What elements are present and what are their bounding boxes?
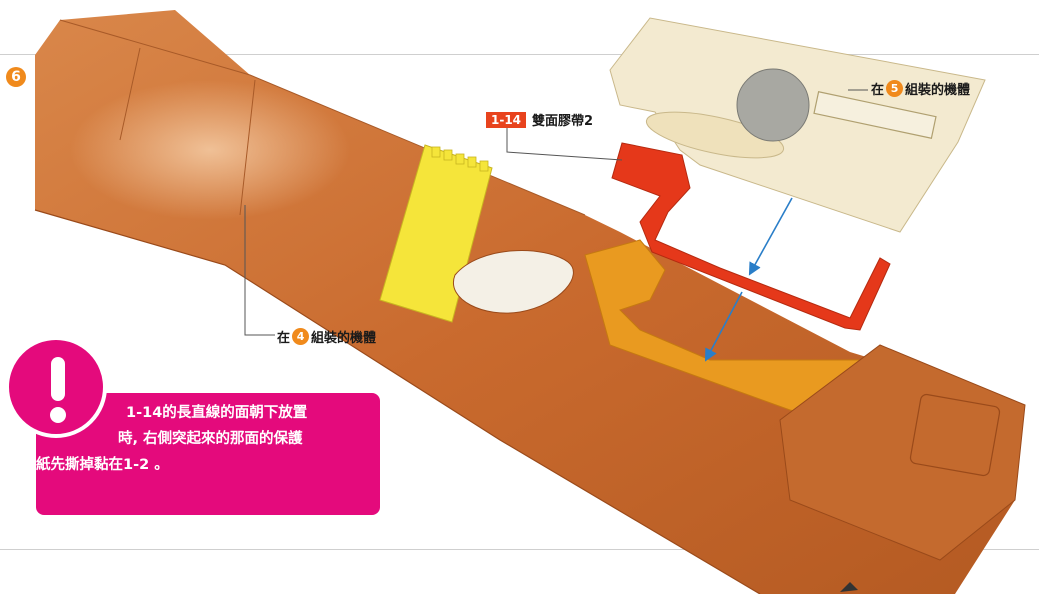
rear-panel [779,344,1026,561]
label-double-sided-tape: 1-14 雙面膠帶2 [486,110,593,129]
corner-mark [840,582,858,592]
arrow-upper-to-tape [748,197,793,276]
label-suffix: 組裝的機體 [311,331,377,346]
note-line-1: 1-14的長直線的面朝下放置 [126,405,308,421]
upper-part-nose [645,111,785,159]
part-code-badge: 1-14 [486,111,527,128]
label-prefix: 在 [277,331,291,346]
step-ref-circle: 4 [292,328,310,345]
yellow-panel-tabs [431,146,489,172]
upper-part-disc [736,68,810,142]
rear-hatch [909,393,1001,477]
orange-tape-applied [584,239,861,421]
red-tape-part [611,142,891,331]
note-line-3: 紙先撕掉黏在1-2 。 [36,457,169,473]
label-suffix: 組裝的機體 [905,83,971,98]
note-line-2: 時, 右側突起來的那面的保護 [118,431,303,447]
upper-part-slot [813,91,937,139]
fuselage-highlight [70,80,350,220]
part-name: 雙面膠帶2 [532,114,594,129]
arrow-tape-to-body [704,291,743,362]
leader-line-tape [506,128,623,161]
fuselage-edge-line [34,209,761,594]
label-body-from-step-4: 在 4 組裝的機體 [277,327,376,346]
leader-line-body-4 [244,205,275,336]
label-body-from-step-5: 在 5 組裝的機體 [871,79,970,98]
step-ref-circle: 5 [886,80,904,97]
top-divider [0,54,1039,55]
panel-line [239,79,256,216]
panel-line [119,47,141,141]
step-number-badge: 6 [6,67,26,87]
exclamation-icon [5,336,107,438]
bottom-divider [0,549,1039,550]
fuselage-opening [452,250,574,314]
label-prefix: 在 [871,83,885,98]
warning-note-text: 1-14的長直線的面朝下放置 時, 右側突起來的那面的保護 紙先撕掉黏在1-2 … [36,400,380,478]
